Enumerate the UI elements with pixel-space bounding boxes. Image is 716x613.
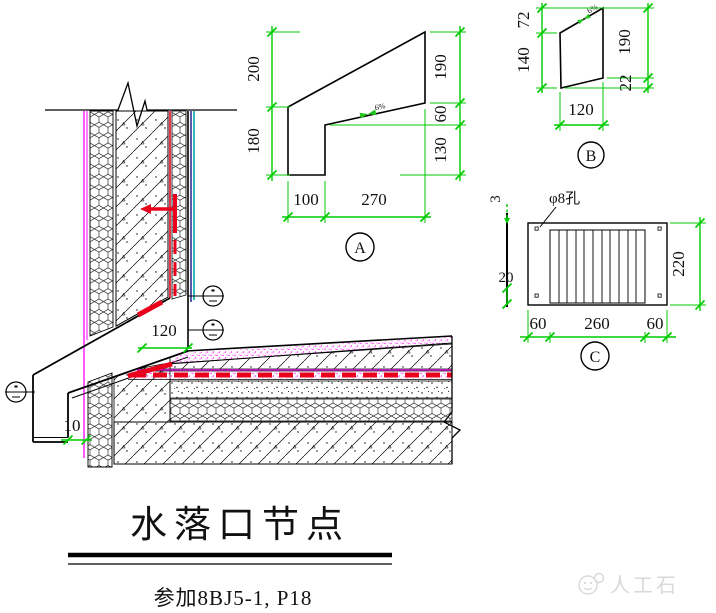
watermark: 人工石: [578, 572, 679, 597]
detail-c-leader: [539, 206, 557, 228]
callout-circle-1: [188, 285, 224, 307]
grate-outline: [527, 222, 668, 306]
detail-c-dim-220: 220: [669, 251, 688, 277]
sealant-strip: [136, 299, 164, 318]
roof-slab-concrete: [113, 421, 453, 465]
detail-c-dim-20: 20: [499, 270, 514, 286]
detail-b-bubble: [577, 141, 605, 169]
detail-b-dim-140: 140: [514, 47, 533, 73]
grate-holes: [534, 226, 662, 298]
roof-insulation-layer: [169, 398, 453, 422]
reference-note: 参加8BJ5-1, P18: [154, 586, 313, 610]
detail-c-dim-260: 260: [584, 314, 610, 333]
wall-concrete: [115, 110, 169, 327]
drawing-title: 水落口节点: [130, 504, 350, 546]
detail-c-view: φ8孔 3 20 220 60 260 60: [488, 190, 706, 371]
roof-break-line: [442, 336, 462, 464]
watermark-logo-icon: [578, 572, 605, 595]
detail-a-dim-100: 100: [293, 190, 319, 209]
detail-a-dim-200: 200: [244, 56, 263, 82]
wall-insulation-outer: [89, 110, 114, 337]
dim-opening-120: 120: [136, 321, 194, 354]
detail-c-hole-note: φ8孔: [549, 190, 580, 207]
detail-c-dim-60-left: 60: [530, 314, 547, 333]
detail-a-view: 6% 200 180 190 60 130 100 270 A: [244, 26, 466, 262]
detail-a-dim-60: 60: [431, 106, 450, 123]
roof-layers: [113, 335, 462, 465]
detail-b-view: 6% 72 140 190 22 120 B: [514, 2, 654, 169]
detail-b-dim-72: 72: [514, 12, 533, 29]
callout-circle-3: [5, 381, 35, 403]
dim-lip-10: 10: [61, 416, 92, 446]
detail-a-profile: [287, 30, 426, 176]
dim-opening-label: 120: [151, 321, 177, 340]
detail-a-slope-mark: 6%: [359, 101, 387, 119]
detail-a-dim-190: 190: [431, 54, 450, 80]
detail-b-dim-190: 190: [615, 29, 634, 55]
detail-a-bubble: [345, 232, 375, 262]
detail-b-slope-label: 6%: [586, 2, 600, 15]
detail-b-slope-mark: 6%: [577, 2, 600, 25]
grate-slot-frame: [549, 229, 646, 304]
detail-c-dim-3: 3: [488, 195, 504, 203]
title-block: 水落口节点 参加8BJ5-1, P18: [68, 504, 392, 610]
detail-c-label: C: [590, 349, 601, 366]
detail-b-label: B: [586, 148, 597, 165]
parapet-insulation-lower: [87, 372, 113, 468]
callout-circle-2: [188, 319, 224, 341]
main-section-view: 120 10: [5, 80, 462, 468]
anchor-fastener: [140, 194, 177, 296]
roof-screed-layer: [169, 380, 453, 399]
detail-b-dim-22: 22: [616, 75, 635, 92]
detail-a-dim-180: 180: [244, 128, 263, 154]
detail-a-slope-label: 6%: [374, 101, 387, 112]
detail-b-dim-120: 120: [568, 100, 594, 119]
detail-a-label: A: [354, 240, 366, 257]
detail-c-dim-60-right: 60: [647, 314, 664, 333]
detail-c-bubble: [580, 341, 610, 371]
roof-finish-speckle: [166, 337, 452, 364]
watermark-text: 人工石: [610, 574, 679, 597]
grate-bars: [558, 230, 637, 303]
detail-a-dim-130: 130: [431, 137, 450, 163]
detail-a-dim-270: 270: [361, 190, 387, 209]
dim-lip-label: 10: [64, 416, 81, 435]
